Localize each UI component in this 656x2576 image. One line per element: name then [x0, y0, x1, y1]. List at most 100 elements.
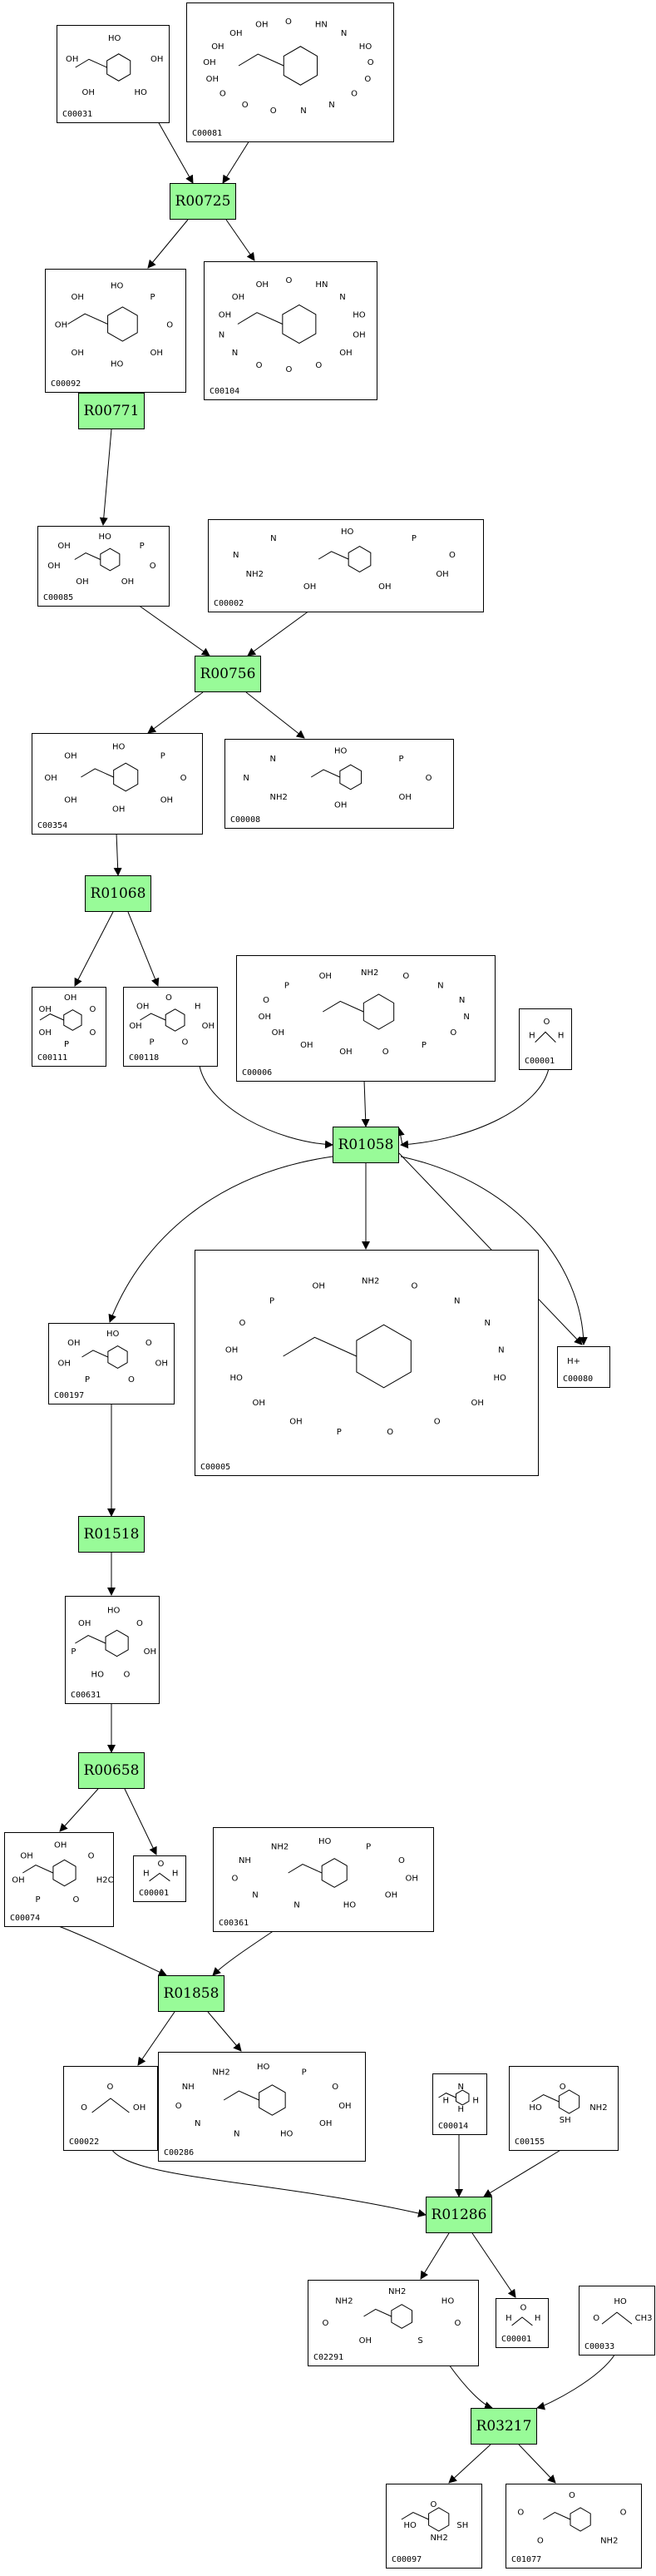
atom-label: O	[88, 1851, 95, 1860]
atom-label: HO	[343, 1900, 357, 1910]
atom-label: P	[337, 1428, 342, 1437]
atom-label: OH	[259, 1013, 271, 1022]
compound-id: C00006	[242, 1068, 273, 1077]
atom-label: O	[364, 75, 371, 84]
reaction-r00658[interactable]: R00658	[78, 1752, 145, 1789]
atom-label: OH	[203, 58, 215, 67]
atom-label: NH2	[430, 2534, 447, 2543]
atom-label: OH	[339, 349, 352, 358]
structure-drawing: HOH	[529, 1018, 564, 1043]
atom-label: N	[463, 1013, 469, 1022]
compound-id: C00111	[37, 1053, 68, 1063]
atom-label: NH2	[212, 2068, 229, 2077]
atom-label: OH	[160, 795, 173, 805]
edge	[99, 429, 112, 526]
edge	[448, 2364, 493, 2410]
atom-label: OH	[252, 1399, 264, 1408]
atom-label: OH	[121, 577, 134, 587]
atom-label: OH	[436, 570, 448, 579]
reaction-r01058[interactable]: R01058	[333, 1127, 399, 1163]
atom-label: SH	[456, 2521, 468, 2530]
atom-label: N	[233, 551, 239, 560]
edge	[483, 2148, 563, 2197]
reaction-r01286[interactable]: R01286	[426, 2197, 492, 2233]
reaction-r01858[interactable]: R01858	[158, 1975, 224, 2012]
atom-label: H+	[567, 1357, 580, 1366]
structure-drawing: HOH	[506, 2303, 540, 2326]
atom-label: HN	[315, 21, 328, 30]
compound-id: C01077	[511, 2555, 542, 2564]
atom-label: H	[529, 1032, 535, 1041]
compound-c00080[interactable]: H+C00080	[557, 1346, 610, 1388]
atom-label: H	[143, 1870, 150, 1879]
compound-id: C00104	[210, 387, 240, 396]
atom-label: OH	[150, 349, 163, 358]
atom-label: HO	[99, 533, 112, 542]
atom-label: HO	[108, 34, 121, 43]
atom-label: P	[150, 1038, 155, 1047]
atom-label: O	[165, 993, 172, 1003]
reaction-r01068[interactable]: R01068	[85, 875, 151, 912]
reaction-r01518[interactable]: R01518	[78, 1516, 145, 1553]
atom-label: O	[517, 2509, 524, 2518]
compound-id: C00631	[71, 1691, 101, 1700]
edge	[361, 1079, 370, 1127]
atom-label: P	[85, 1375, 90, 1385]
atom-label: P	[35, 1895, 40, 1905]
atom-label: NH	[182, 2083, 195, 2092]
edge	[147, 691, 204, 734]
atom-label: O	[620, 2509, 627, 2518]
reaction-r00725[interactable]: R00725	[170, 183, 236, 220]
reaction-r03217[interactable]: R03217	[471, 2408, 537, 2445]
edge	[74, 911, 114, 987]
atom-label: OH	[133, 2103, 146, 2113]
atom-label: O	[242, 101, 249, 110]
atom-label: O	[219, 90, 226, 99]
atom-label: O	[537, 2536, 544, 2545]
compound-id: C00197	[54, 1391, 85, 1400]
atom-label: OH	[64, 795, 76, 805]
atom-label: N	[339, 293, 345, 302]
edge	[137, 604, 210, 656]
atom-label: N	[459, 996, 465, 1005]
atom-label: CH3	[635, 2314, 653, 2323]
edge	[471, 2232, 516, 2298]
atom-label: NH2	[388, 2287, 406, 2296]
reaction-r00756[interactable]: R00756	[195, 656, 261, 692]
compound-id: C02291	[313, 2353, 344, 2362]
atom-label: HO	[91, 1670, 105, 1679]
reaction-r00771[interactable]: R00771	[78, 393, 145, 429]
